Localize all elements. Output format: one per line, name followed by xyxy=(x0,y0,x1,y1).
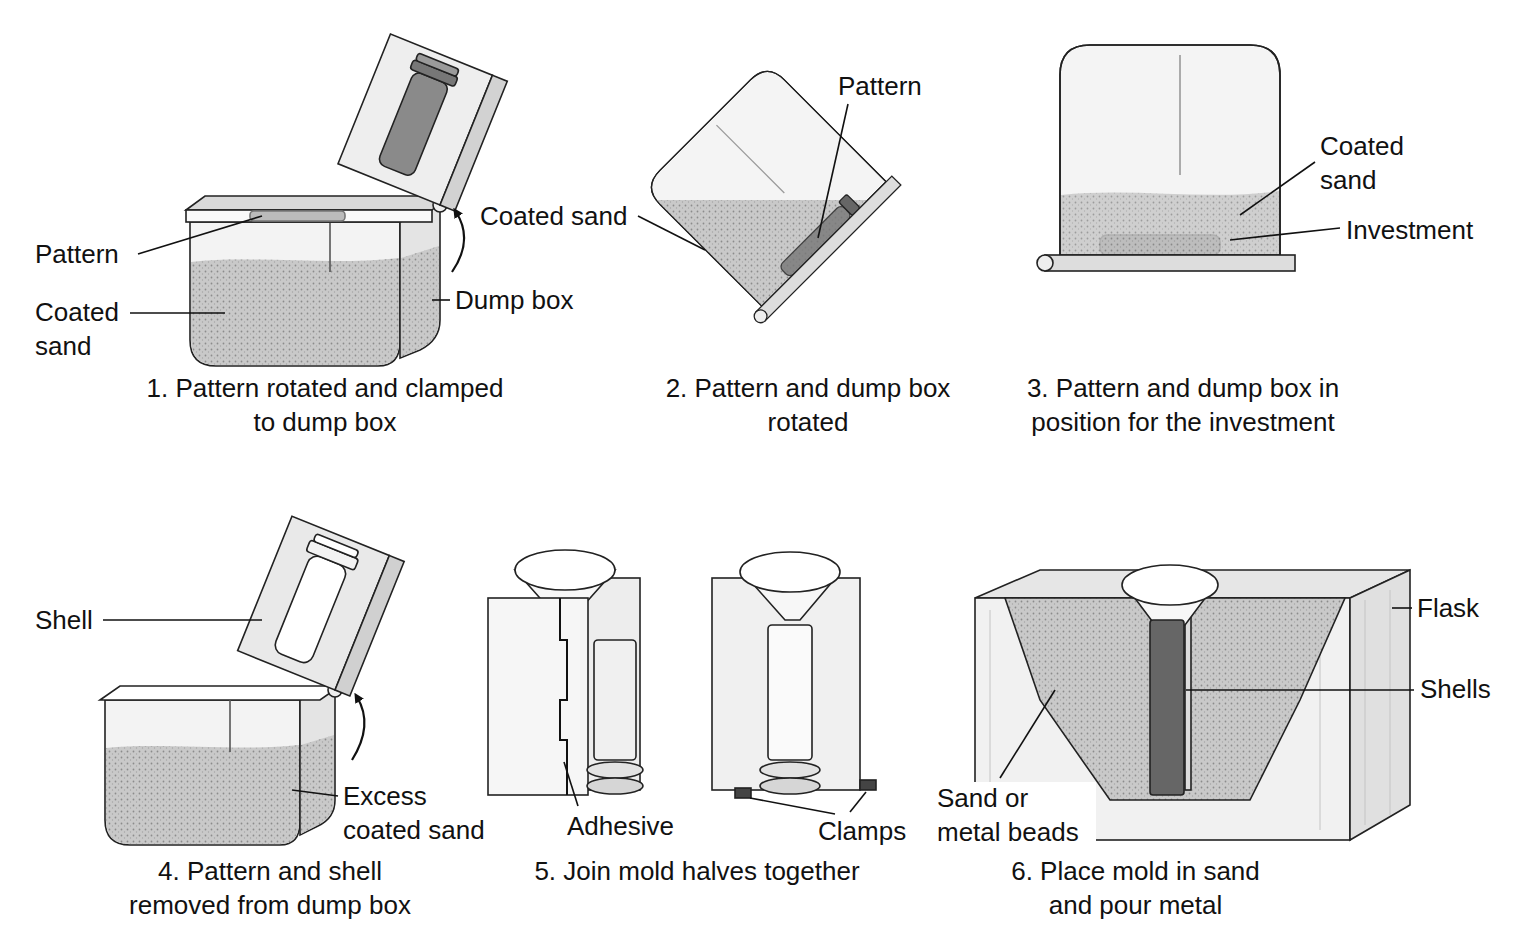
step-caption: 6. Place mold in sand and pour metal xyxy=(993,855,1278,923)
leader-lines xyxy=(103,104,1414,814)
leader-line xyxy=(638,216,705,250)
part-label: Dump box xyxy=(455,284,574,318)
leader-line xyxy=(130,312,225,314)
part-label: Excess coated sand xyxy=(343,780,498,848)
leader-line xyxy=(818,104,848,238)
step-caption: 5. Join mold halves together xyxy=(487,855,907,889)
leader-line xyxy=(1392,607,1412,609)
part-label: Adhesive xyxy=(567,810,674,844)
leader-line xyxy=(750,798,835,814)
leader-line xyxy=(292,790,338,796)
leader-line xyxy=(850,792,866,812)
part-label: Sand or metal beads xyxy=(934,782,1096,850)
part-label: Coated sand xyxy=(35,296,145,364)
part-label: Pattern xyxy=(838,70,922,104)
part-label: Coated sand xyxy=(480,200,627,234)
leader-line xyxy=(103,619,262,621)
step1-illustration xyxy=(186,34,507,366)
step-caption: 3. Pattern and dump box in position for … xyxy=(983,372,1383,440)
step2-illustration xyxy=(560,57,980,420)
leader-line xyxy=(432,299,450,301)
leader-line xyxy=(138,216,262,254)
leader-line xyxy=(1186,689,1414,691)
leader-line xyxy=(1230,228,1340,240)
step-caption: 2. Pattern and dump box rotated xyxy=(663,372,953,440)
step-caption: 1. Pattern rotated and clamped to dump b… xyxy=(145,372,505,440)
part-label: Shells xyxy=(1420,673,1491,707)
leader-line xyxy=(1240,162,1315,215)
part-label: Flask xyxy=(1417,592,1479,626)
step5-illustration xyxy=(488,550,876,798)
part-label: Coated sand xyxy=(1320,130,1430,198)
step-caption: 4. Pattern and shell removed from dump b… xyxy=(120,855,420,923)
leader-line xyxy=(564,762,578,806)
leader-line xyxy=(1000,690,1055,778)
part-label: Investment xyxy=(1346,214,1473,248)
part-label: Clamps xyxy=(818,815,906,849)
part-label: Shell xyxy=(35,604,93,638)
part-label: Pattern xyxy=(35,238,119,272)
